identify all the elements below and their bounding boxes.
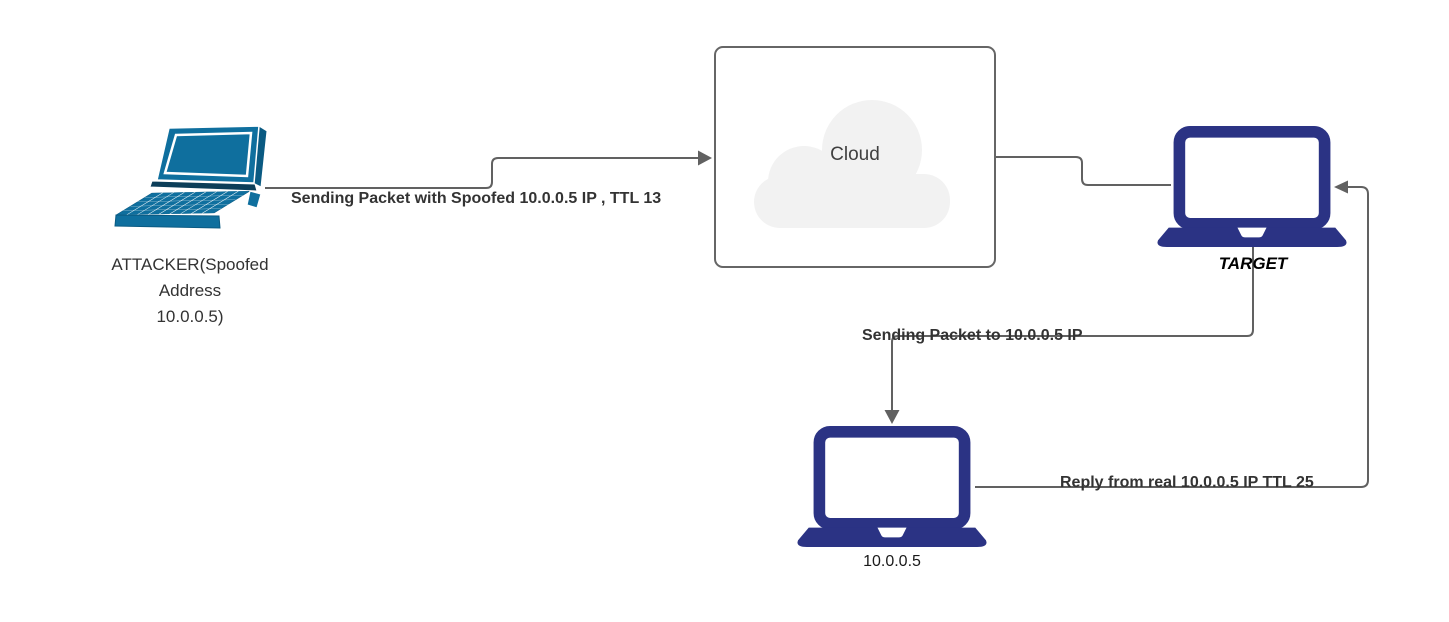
edge-label-real-to-target: Reply from real 10.0.0.5 IP TTL 25 (1060, 474, 1314, 491)
cloud-label: Cloud (830, 144, 880, 165)
real-host-laptop-node (795, 425, 989, 547)
edge-label-target-to-real: Sending Packet to 10.0.0.5 IP (862, 327, 1083, 344)
real-host-laptop-icon (797, 425, 987, 547)
target-laptop-node (1155, 125, 1349, 247)
attacker-label-line1: ATTACKER(Spoofed (111, 255, 269, 274)
edge-attacker-to-cloud-line (265, 157, 698, 189)
attacker-label: ATTACKER(Spoofed Address 10.0.0.5) (85, 252, 295, 330)
real-host-label: 10.0.0.5 (863, 553, 921, 570)
arrowhead-right-icon (698, 150, 712, 166)
attacker-label-line2: Address (158, 281, 222, 300)
arrowhead-down-icon (884, 410, 900, 424)
cloud-node: Cloud (714, 46, 996, 268)
edge-label-attacker-to-cloud: Sending Packet with Spoofed 10.0.0.5 IP … (291, 190, 662, 207)
cloud-icon (754, 100, 950, 228)
edge-cloud-to-target-line (994, 156, 1171, 186)
attacker-laptop-node (100, 115, 280, 240)
target-laptop-icon (1157, 125, 1347, 247)
attacker-label-line3: 10.0.0.5) (156, 307, 224, 326)
target-label: TARGET (1218, 254, 1288, 273)
attacker-laptop-icon (114, 125, 268, 229)
